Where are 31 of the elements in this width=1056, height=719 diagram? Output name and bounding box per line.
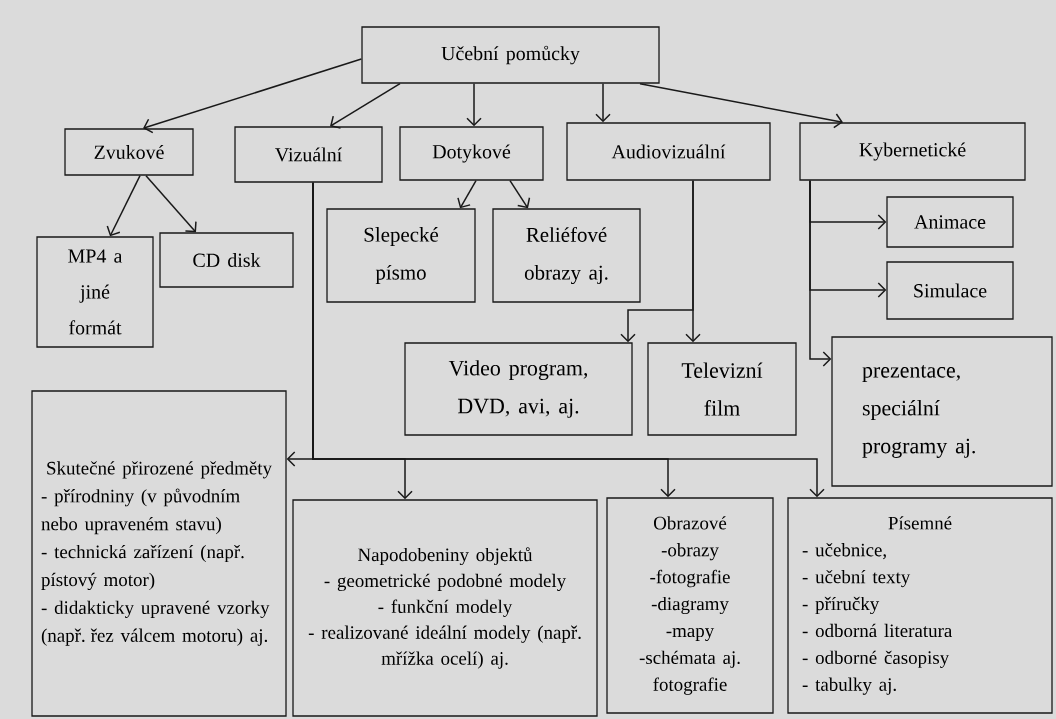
category-box: Napodobeniny objektů - geometrické podobné modely - funkční modely - realizované ideální modely (např. mřížka ocelí) aj.: [292, 499, 598, 717]
arrow: [145, 174, 197, 233]
category-box: Zvukové: [64, 128, 194, 176]
arrow: [595, 82, 611, 123]
category-box: Reliéfové obrazy aj.: [492, 208, 641, 303]
arrow: [466, 82, 482, 127]
arrow: [685, 179, 701, 343]
arrow: [509, 179, 531, 209]
category-box: MP4 a jiné formát: [36, 236, 154, 348]
category-box: Skutečné přirozené předměty - přírodniny (v původním nebo upraveném stavu) - technická zařízení (např. pístový motor) - didakticky upravené vzorky (např. řez válcem motoru) aj.: [31, 390, 287, 717]
category-box: Písemné - učebnice, - učební texty - příručky - odborná literatura - odborné časopisy - tabulky aj.: [787, 497, 1053, 714]
category-box: Vizuální: [234, 126, 383, 183]
category-box: Obrazové -obrazy -fotografie -diagramy -mapy -schémata aj. fotografie: [606, 497, 774, 714]
category-box: Televizní film: [647, 342, 797, 436]
arrow: [457, 179, 477, 209]
category-box: Učební pomůcky: [361, 26, 660, 84]
arrow: [330, 82, 401, 129]
arrow: [809, 179, 832, 367]
category-box: prezentace, speciální programy aj.: [831, 336, 1053, 487]
category-box: Animace: [886, 196, 1014, 248]
category-box: Dotykové: [399, 126, 544, 181]
arrow: [312, 181, 825, 498]
category-box: Video program, DVD, avi, aj.: [404, 342, 633, 436]
category-box: Audiovizuální: [566, 122, 771, 181]
category-box: Kybernetické: [799, 122, 1026, 181]
arrow: [106, 174, 141, 237]
arrow: [143, 58, 363, 134]
arrow: [639, 82, 843, 129]
category-box: Simulace: [886, 261, 1014, 320]
category-box: CD disk: [159, 232, 294, 288]
category-box: Slepecké písmo: [326, 208, 476, 303]
